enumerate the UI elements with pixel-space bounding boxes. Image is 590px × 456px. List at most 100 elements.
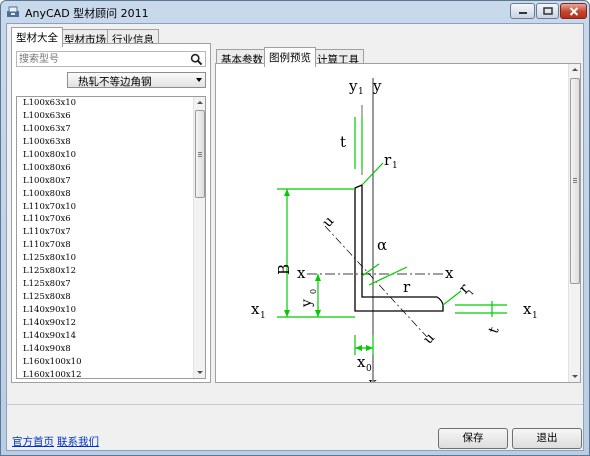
exit-button[interactable]: 退出 <box>512 428 582 449</box>
list-item[interactable]: L100x80x7 <box>23 175 71 186</box>
label-x0: x <box>357 353 366 371</box>
label-y1-sub: 1 <box>358 87 364 97</box>
grip-line <box>198 156 202 157</box>
grip-line <box>573 182 577 183</box>
save-button[interactable]: 保存 <box>438 428 508 449</box>
label-t-top: t <box>340 133 346 151</box>
window-title: AnyCAD 型材顾问 2011 <box>25 7 149 20</box>
tab-diagram-preview[interactable]: 图例预览 <box>264 47 316 67</box>
profile-panel: 热轧不等边角钢 L100x63x10L100x63x6L100x63x7L100… <box>11 43 211 383</box>
label-x1-right: x <box>523 300 532 318</box>
list-item[interactable]: L100x63x6 <box>23 110 71 121</box>
angle-steel-diagram: y 1 y t r 1 u α B x x y 0 r r <box>251 77 538 382</box>
grip-line <box>198 152 202 153</box>
scroll-down-icon[interactable] <box>572 375 578 378</box>
list-item[interactable]: L125x80x7 <box>23 279 71 290</box>
app-icon <box>7 6 19 17</box>
list-item[interactable]: L100x63x10 <box>23 98 77 108</box>
diagram-panel: y 1 y t r 1 u α B x x y 0 r r <box>215 63 581 383</box>
label-r1-top-sub: 1 <box>392 161 398 171</box>
list-item[interactable]: L160x100x12 <box>23 369 82 379</box>
label-y0: y <box>299 299 315 308</box>
grip-line <box>573 180 577 181</box>
diagram-scrollbar[interactable] <box>568 64 580 382</box>
label-y: y <box>372 77 382 95</box>
search-icon[interactable] <box>190 53 203 66</box>
label-r1-right-sub: 1 <box>466 287 476 297</box>
list-item[interactable]: L110x70x10 <box>23 201 77 212</box>
r1-top-leader <box>361 162 384 186</box>
list-item[interactable]: L100x63x7 <box>23 123 71 134</box>
grip-line <box>573 178 577 179</box>
minimize-icon <box>518 12 527 14</box>
profile-diagram: y 1 y t r 1 u α B x x y 0 r r <box>217 65 566 382</box>
arrowhead <box>284 189 290 196</box>
client-area: 型材大全 型材市场 行业信息 热轧不等边角钢 L100x63x10L100x63… <box>6 23 584 451</box>
list-item[interactable]: L100x80x8 <box>23 188 71 199</box>
list-item[interactable]: L140x90x8 <box>23 343 71 354</box>
search-input[interactable] <box>19 53 187 66</box>
list-item[interactable]: L140x90x14 <box>23 330 77 341</box>
label-x-left: x <box>297 264 306 282</box>
minimize-button[interactable] <box>510 3 535 19</box>
maximize-icon <box>542 7 553 15</box>
arrowhead <box>284 310 290 317</box>
label-u-bottom: u <box>420 330 438 347</box>
category-select[interactable]: 热轧不等边角钢 <box>67 72 206 88</box>
close-button[interactable] <box>560 3 587 19</box>
label-t-right: t <box>486 325 503 336</box>
arrowhead <box>315 274 321 281</box>
label-x1-left-sub: 1 <box>260 311 266 321</box>
chevron-down-icon <box>196 78 202 82</box>
label-u-top: u <box>319 213 337 230</box>
label-x1-left: x <box>251 300 260 318</box>
category-select-value: 热轧不等边角钢 <box>78 76 152 88</box>
list-item[interactable]: L125x80x8 <box>23 292 71 303</box>
list-item[interactable]: L140x90x12 <box>23 317 77 328</box>
list-item[interactable]: L100x80x10 <box>23 149 77 160</box>
label-alpha: α <box>377 236 387 254</box>
list-item[interactable]: L110x70x8 <box>23 240 71 251</box>
search-box <box>16 51 206 67</box>
list-item[interactable]: L100x80x6 <box>23 162 71 173</box>
label-y-bottom: y <box>368 376 377 382</box>
list-item[interactable]: L110x70x7 <box>23 227 71 238</box>
r1-right-leader <box>442 290 462 306</box>
label-b: B <box>275 264 293 275</box>
diagram-scrollbar-thumb[interactable] <box>570 78 580 284</box>
label-y1: y <box>348 77 358 95</box>
footer-divider <box>7 404 583 405</box>
tab-profiles[interactable]: 型材大全 <box>11 27 63 47</box>
label-y0-sub: 0 <box>309 289 318 294</box>
angle-section-outline <box>354 184 444 312</box>
list-item[interactable]: L125x80x10 <box>23 253 77 264</box>
maximize-button[interactable] <box>536 3 559 19</box>
arrowhead <box>315 310 321 317</box>
profile-list-scrollbar[interactable] <box>193 97 205 378</box>
label-x0-sub: 0 <box>366 364 372 374</box>
scrollbar-thumb[interactable] <box>195 110 205 198</box>
grip-line <box>198 154 202 155</box>
list-item[interactable]: L100x63x8 <box>23 136 71 147</box>
label-x1-right-sub: 1 <box>532 311 538 321</box>
title-bar[interactable]: AnyCAD 型材顾问 2011 <box>1 1 589 23</box>
arrowhead <box>366 345 373 351</box>
label-x-right: x <box>445 264 454 282</box>
alpha-leader <box>361 263 380 277</box>
scroll-up-icon[interactable] <box>197 101 203 104</box>
list-item[interactable]: L140x90x10 <box>23 305 77 315</box>
arrowhead <box>355 345 362 351</box>
r-leader <box>368 266 408 286</box>
scroll-down-icon[interactable] <box>197 371 203 374</box>
list-item[interactable]: L125x80x12 <box>23 266 77 277</box>
scroll-up-icon[interactable] <box>572 68 578 71</box>
list-item[interactable]: L160x100x10 <box>23 356 82 367</box>
label-r1-top: r <box>384 151 392 169</box>
list-item[interactable]: L110x70x6 <box>23 214 71 225</box>
label-r: r <box>403 278 411 296</box>
close-icon <box>569 6 578 16</box>
contact-link[interactable]: 联系我们 <box>57 436 99 448</box>
homepage-link[interactable]: 官方首页 <box>12 436 54 448</box>
